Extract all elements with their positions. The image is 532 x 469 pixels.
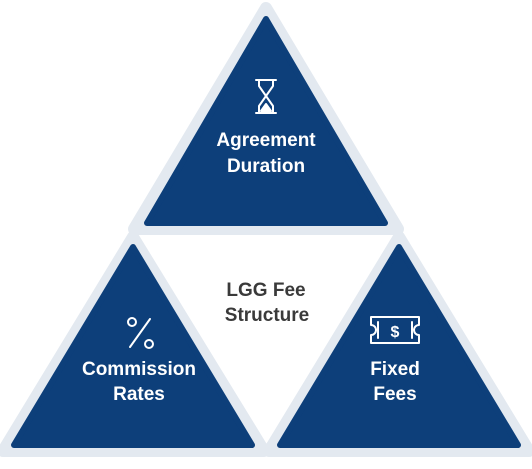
top-triangle: Agreement Duration xyxy=(144,16,388,226)
center-title-line1: LGG Fee xyxy=(226,280,305,301)
left-triangle-label-line2: Rates xyxy=(113,384,165,405)
top-triangle-label-line2: Duration xyxy=(227,156,305,177)
hourglass-icon xyxy=(255,79,277,114)
ticket-dollar-icon: $ xyxy=(370,316,420,344)
left-triangle-shape xyxy=(11,244,255,448)
center-title-line2: Structure xyxy=(225,305,309,326)
right-triangle-label-line2: Fees xyxy=(373,384,416,405)
right-triangle-shape xyxy=(277,244,521,448)
dollar-glyph: $ xyxy=(391,324,400,341)
percent-icon xyxy=(127,317,154,349)
left-triangle: Commission Rates xyxy=(11,244,255,448)
right-triangle-label-line1: Fixed xyxy=(370,359,420,380)
top-triangle-shape xyxy=(144,16,388,226)
right-triangle: $ Fixed Fees xyxy=(277,244,521,448)
top-triangle-label-line1: Agreement xyxy=(216,130,316,151)
left-triangle-label-line1: Commission xyxy=(82,359,196,380)
